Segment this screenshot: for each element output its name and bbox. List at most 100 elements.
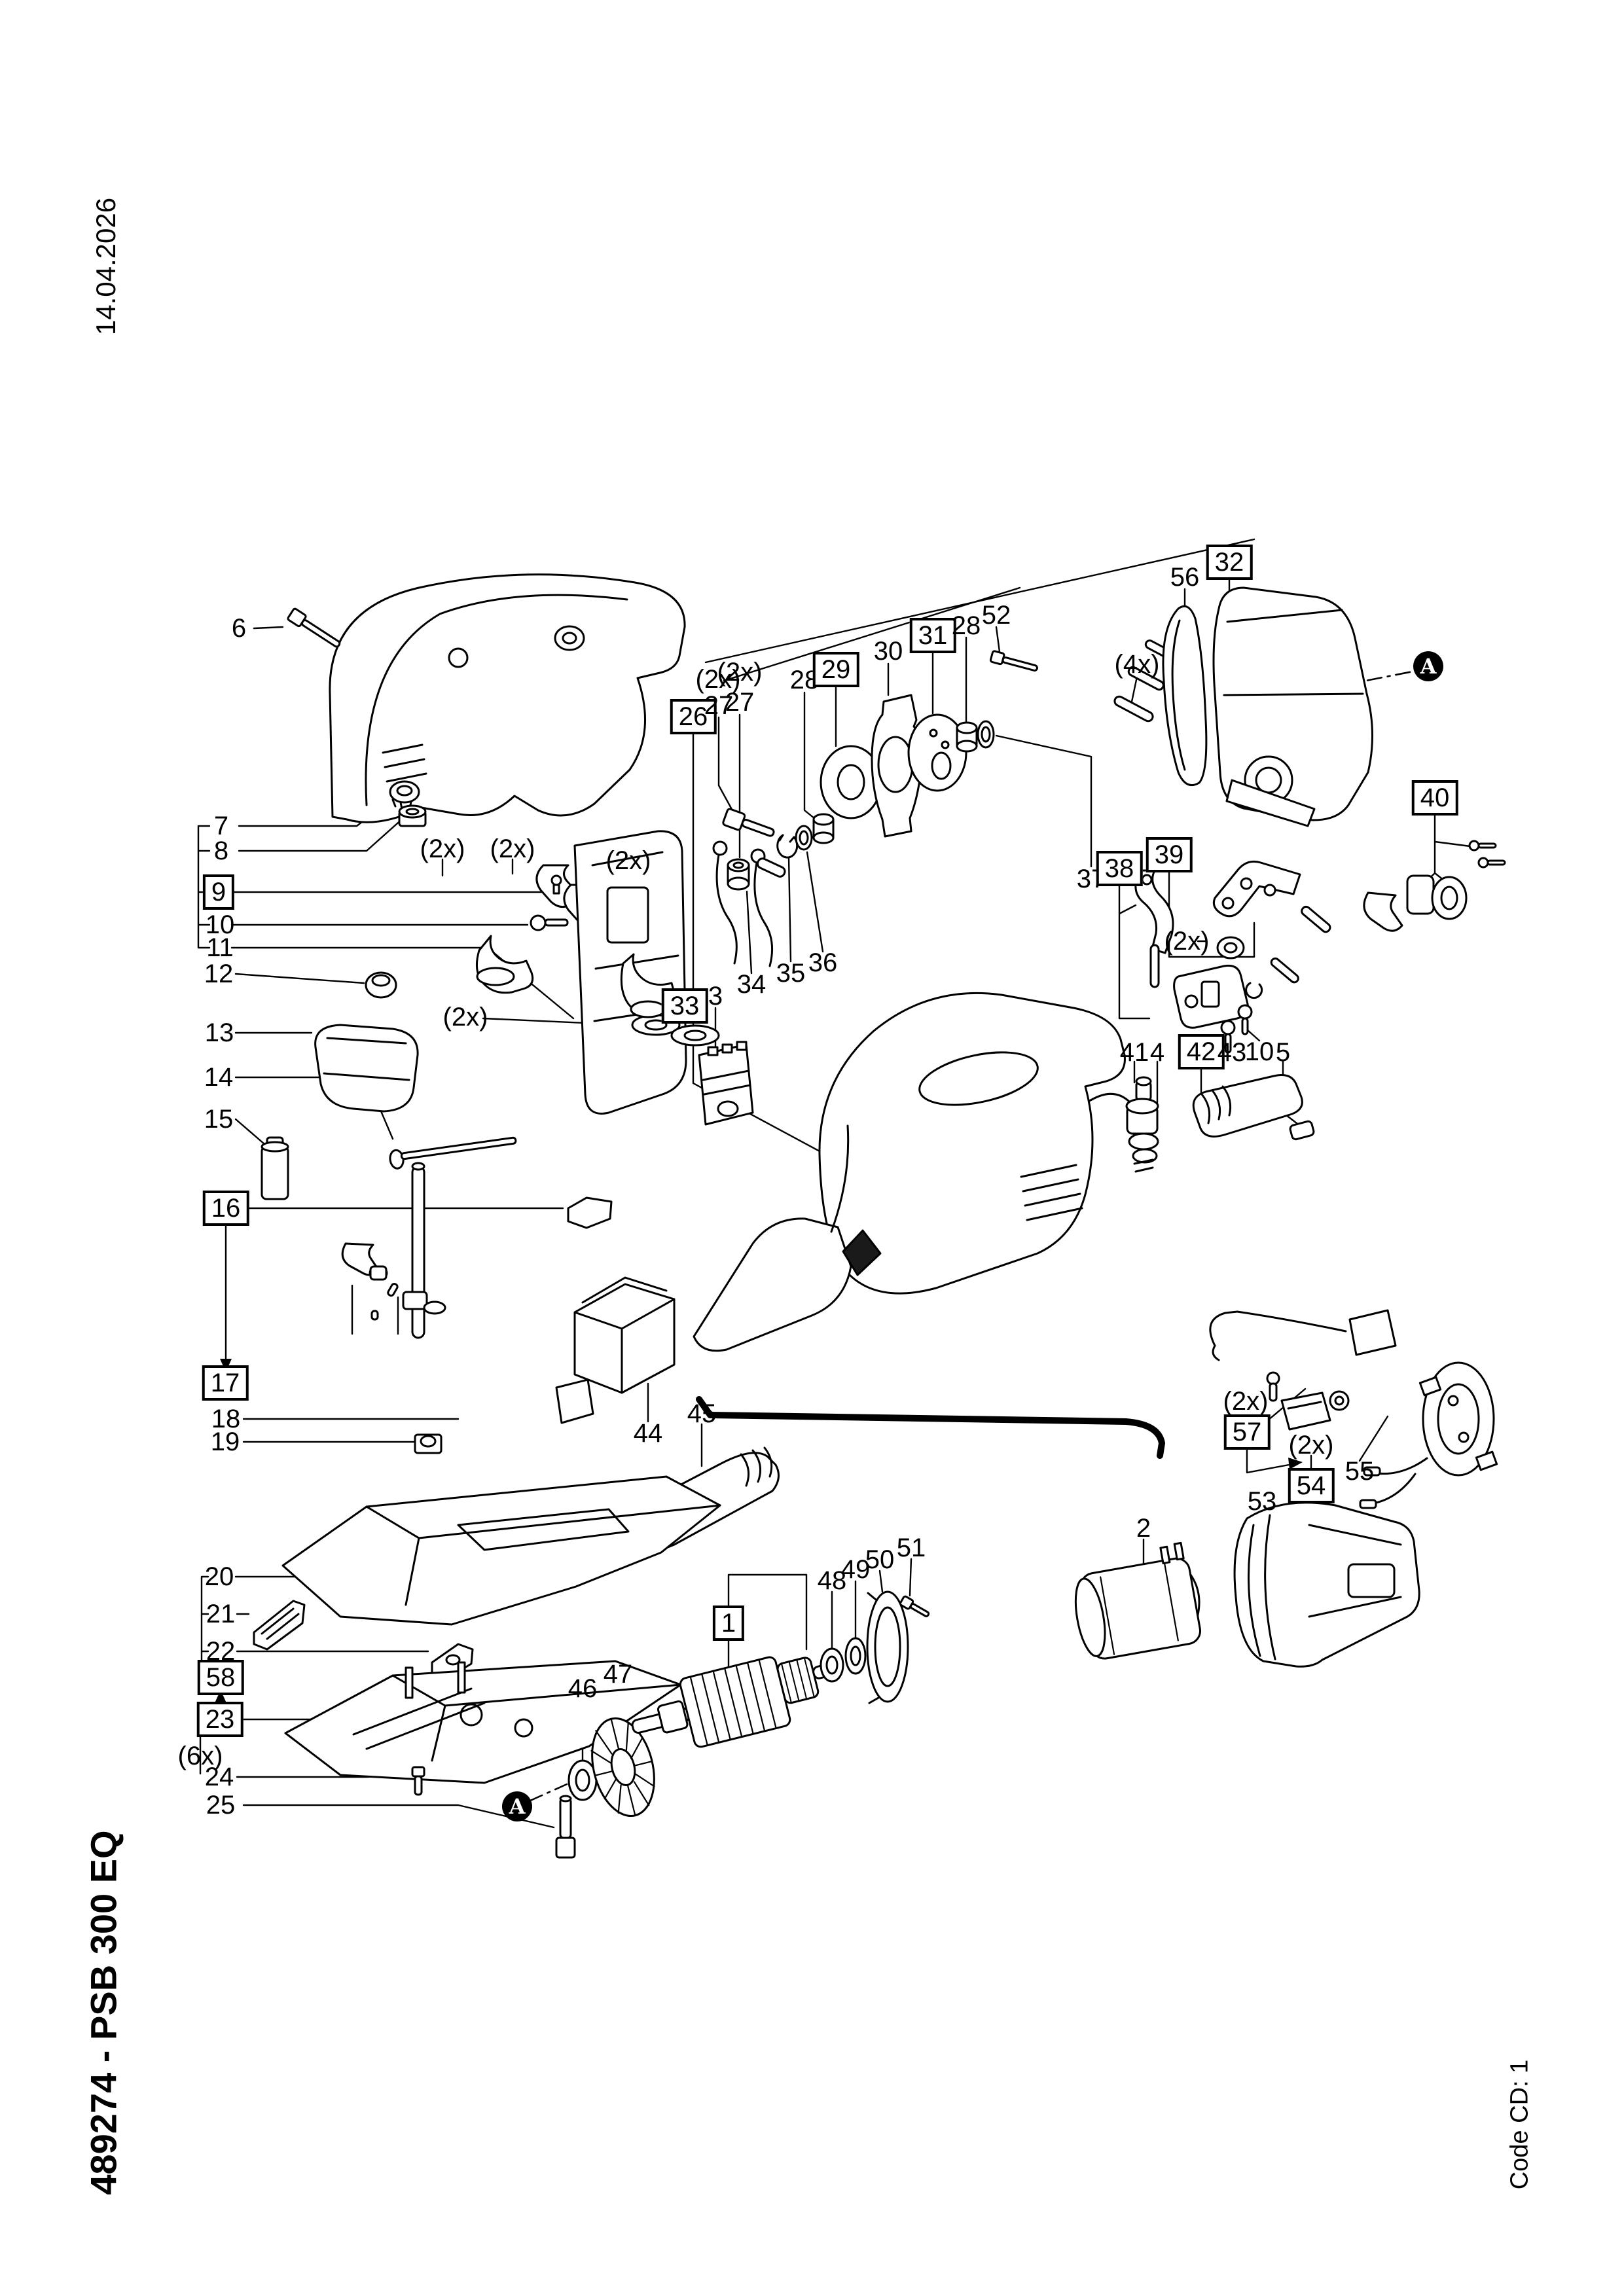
part-power-cable-4: [1045, 1076, 1159, 1173]
callout-38-43: 38: [1096, 851, 1143, 886]
part-stator-2: [1074, 1541, 1202, 1660]
callout-27-30: 27: [725, 688, 755, 717]
callout-6-0: 6: [231, 614, 247, 643]
callout-42-53: 42: [1178, 1034, 1225, 1069]
view-marker-A-66: A: [502, 1791, 532, 1821]
part-screw-24: [411, 1766, 425, 1796]
document-title: 489274 - PSB 300 EQ: [82, 1830, 124, 2195]
callout-36-50: 36: [808, 948, 838, 977]
part-screw-51: [899, 1595, 930, 1617]
callout-31-34: 31: [909, 618, 956, 653]
callout-39-44: 39: [1146, 837, 1193, 872]
part-screw-25: [555, 1795, 576, 1859]
part-guide-rod-16-group: [341, 1162, 613, 1424]
part-bearing-49: [844, 1637, 867, 1675]
callout-18-12: 18: [211, 1405, 241, 1433]
callout-41-51: 41: [1119, 1038, 1149, 1067]
part-screw-10: [530, 914, 569, 931]
callout-10-55: 10: [1244, 1037, 1274, 1066]
part-washers-2x: [631, 1014, 720, 1047]
callout-5-56: 5: [1275, 1038, 1291, 1067]
callout-47-60: 47: [603, 1660, 633, 1689]
callout-2-67: 2: [1136, 1514, 1151, 1543]
part-roller-lever-39-group: [1212, 860, 1331, 999]
callout-48-62: 48: [817, 1566, 847, 1595]
callout-4x-37: (4x): [1114, 650, 1160, 679]
part-screw-6: [287, 607, 341, 648]
part-motor-housing-shell: [329, 573, 686, 823]
callout-2x-28: (2x): [717, 658, 763, 687]
callout-52-36: 52: [981, 601, 1011, 630]
part-pendulum-lever: [475, 935, 534, 994]
part-bearing-48: [820, 1647, 844, 1683]
part-locknut-8: [398, 804, 427, 827]
callout-25-21: 25: [206, 1791, 236, 1820]
part-pin-27: [756, 857, 786, 878]
part-air-baffle-50: [866, 1590, 909, 1704]
callout-24-20: 24: [204, 1763, 234, 1791]
callout-32-39: 32: [1206, 545, 1253, 580]
part-pin-14: [389, 1136, 517, 1170]
part-brush-plate-55: [1359, 1361, 1498, 1509]
view-marker-A-40: A: [1413, 651, 1443, 681]
callout-55-73: 55: [1344, 1457, 1375, 1486]
callout-17-11: 17: [202, 1365, 249, 1401]
callout-44-57: 44: [633, 1419, 663, 1448]
part-insert-21: [253, 1600, 306, 1651]
callout-16-10: 16: [202, 1191, 249, 1226]
callout-2x-71: (2x): [1288, 1431, 1334, 1460]
part-gear-head-32: [1212, 586, 1373, 827]
part-blade-holder-42-group: [1173, 964, 1253, 1054]
callout-6x-19: (6x): [177, 1742, 223, 1770]
callout-51-65: 51: [896, 1534, 926, 1562]
callout-46-59: 46: [568, 1674, 598, 1703]
callout-35-49: 35: [776, 959, 806, 988]
callout-30-33: 30: [873, 637, 903, 666]
part-lever-38: [1134, 869, 1174, 988]
part-hex-key-18: [696, 1396, 1165, 1459]
part-cord-sleeve-5: [1192, 1074, 1315, 1141]
part-top-cover-20: [281, 1475, 721, 1626]
callout-10-4: 10: [205, 910, 235, 939]
part-screw-27: [722, 808, 775, 837]
callout-34-48: 34: [736, 970, 767, 999]
callout-13-7: 13: [204, 1018, 234, 1047]
part-bumper-13: [314, 1024, 419, 1113]
part-bushing-27: [727, 858, 750, 891]
callout-12-6: 12: [204, 960, 234, 988]
callout-3-47: 3: [708, 982, 723, 1011]
callout-58-17: 58: [197, 1660, 244, 1695]
part-motor-housing-53: [1233, 1501, 1420, 1668]
callout-2x-45: (2x): [1164, 927, 1210, 956]
callout-45-58: 45: [687, 1399, 717, 1428]
callout-26-26: 26: [670, 699, 717, 734]
part-washer-37: [977, 720, 995, 749]
print-date: 14.04.2026: [90, 197, 121, 336]
callout-50-64: 50: [865, 1545, 895, 1574]
callout-43-54: 43: [1217, 1038, 1247, 1067]
callout-2x-22: (2x): [420, 834, 465, 863]
callout-2x-25: (2x): [442, 1003, 488, 1031]
part-switch-3: [698, 1041, 754, 1126]
part-bushing-28a: [812, 813, 835, 844]
part-gear-disc-31: [907, 713, 967, 792]
callout-57-70: 57: [1223, 1414, 1271, 1450]
callout-2x-24: (2x): [605, 846, 651, 875]
callout-33-46: 33: [661, 988, 708, 1024]
part-brush-holder-57-group: [1209, 1309, 1397, 1431]
part-screw-52: [989, 650, 1038, 672]
callout-53-68: 53: [1247, 1487, 1277, 1516]
callout-27-29: 27: [704, 691, 734, 720]
callout-11-5: 11: [206, 933, 234, 962]
part-washer-36: [795, 825, 813, 851]
callout-20-14: 20: [204, 1562, 234, 1591]
part-fan-47: [590, 1717, 655, 1818]
callout-4-52: 4: [1149, 1038, 1165, 1067]
part-base-plate-23: [284, 1660, 682, 1784]
part-main-housing: [693, 992, 1126, 1352]
callout-2x-27: (2x): [695, 665, 741, 694]
part-chip-box-44: [573, 1276, 676, 1394]
